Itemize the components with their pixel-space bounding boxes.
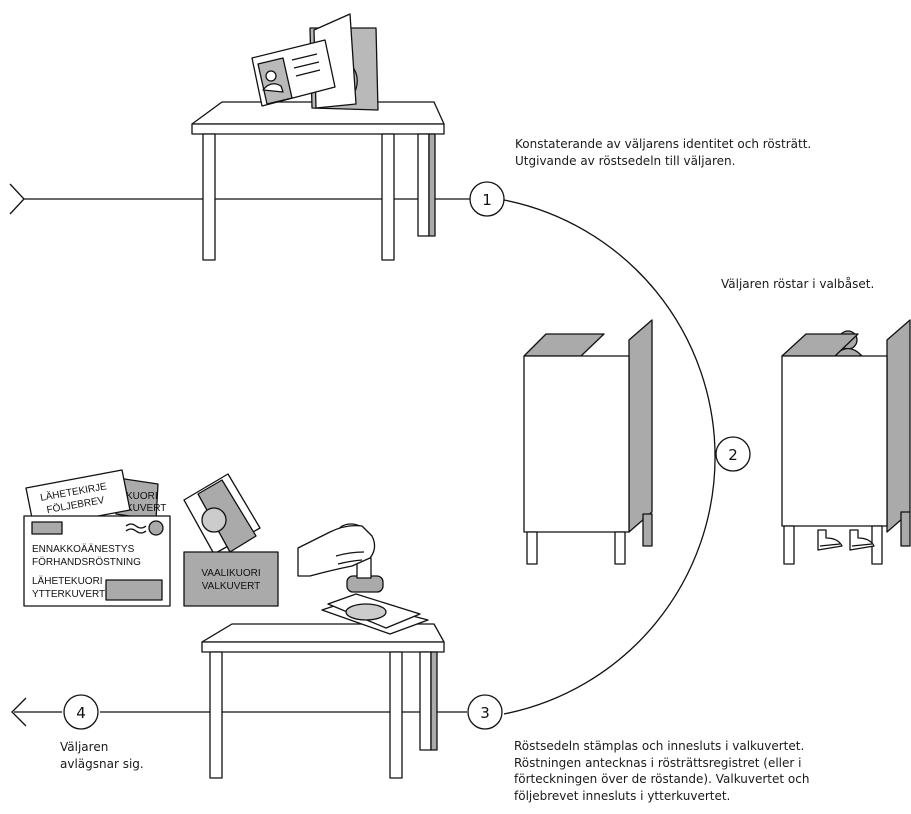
ballot-envelope-label-2: VALKUVERT: [202, 581, 261, 592]
outer-envelope-label-2: YTTERKUVERT: [32, 589, 105, 600]
step-4-caption-line-2: avlägsnar sig.: [60, 756, 144, 773]
back-envelope-label-2: KUVERT: [126, 503, 166, 514]
step-3-caption-line-4: följebrevet innesluts i ytterkuvertet.: [514, 788, 809, 805]
step-2-number: 2: [728, 446, 738, 464]
voter-feet: [818, 530, 874, 550]
step-1-caption-line-1: Konstaterande av väljarens identitet och…: [515, 136, 811, 153]
stamp-and-hand: [298, 524, 428, 634]
step-2-marker: 2: [716, 437, 750, 471]
id-card-and-ballot: [252, 14, 378, 110]
ballot-envelope-group: VAALIKUORI VALKUVERT: [184, 474, 278, 606]
occupied-voting-booth: [782, 320, 910, 564]
outer-envelope-group: KUORI KUVERT LÄHETEKIRJE FÖLJEBREV ENNAK…: [24, 470, 170, 606]
step-3-number: 3: [480, 704, 490, 722]
step-1-marker: 1: [470, 182, 504, 216]
step-4-caption-line-1: Väljaren: [60, 739, 144, 756]
step-4-caption: Väljaren avlägsnar sig.: [60, 739, 144, 772]
back-envelope-label-1: KUORI: [126, 491, 158, 502]
step-4-number: 4: [76, 704, 86, 722]
step-3-caption-line-3: förteckningen över de röstande). Valkuve…: [514, 771, 809, 788]
step-2-caption: Väljaren röstar i valbåset.: [721, 276, 874, 293]
entry-arrow: [10, 184, 24, 214]
step-1-caption-line-2: Utgivande av röstsedeln till väljaren.: [515, 153, 811, 170]
id-check-table: [192, 102, 444, 260]
advance-vote-label-2: FÖRHANDSRÖSTNING: [32, 556, 141, 568]
step-3-marker: 3: [468, 695, 502, 729]
outer-envelope-label-1: LÄHETEKUORI: [32, 575, 103, 587]
step-1-number: 1: [482, 191, 492, 209]
step-3-caption: Röstsedeln stämplas och innesluts i valk…: [514, 738, 809, 804]
advance-vote-label-1: ENNAKKOÄÄNESTYS: [32, 543, 135, 555]
ballot-envelope-label-1: VAALIKUORI: [201, 568, 260, 579]
stamping-table: [202, 624, 444, 778]
step-2-caption-line-1: Väljaren röstar i valbåset.: [721, 276, 874, 293]
step-1-caption: Konstaterande av väljarens identitet och…: [515, 136, 811, 169]
step-3-caption-line-2: Röstningen antecknas i rösträttsregistre…: [514, 755, 809, 772]
step-3-caption-line-1: Röstsedeln stämplas och innesluts i valk…: [514, 738, 809, 755]
empty-voting-booth: [524, 320, 652, 564]
step-4-marker: 4: [64, 695, 98, 729]
